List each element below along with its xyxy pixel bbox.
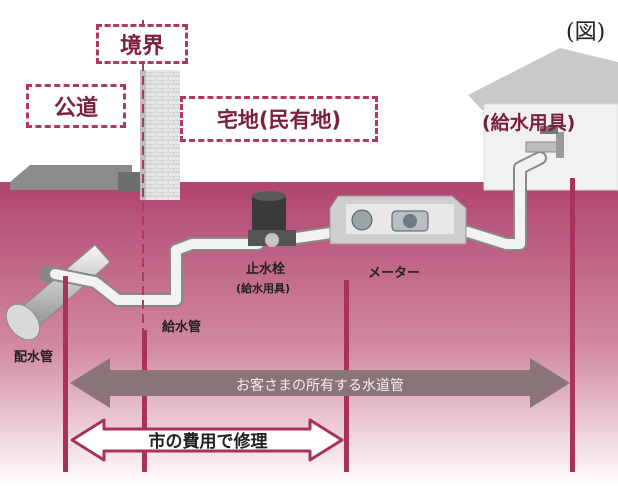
boundary-label: 境界 bbox=[96, 24, 188, 64]
faucet bbox=[525, 126, 564, 158]
customer-owned-label: お客さまの所有する水道管 bbox=[236, 377, 404, 394]
house-roof bbox=[468, 48, 618, 110]
road-curb bbox=[118, 172, 146, 192]
customer-owned-arrow bbox=[70, 358, 570, 408]
guide-line-boundary bbox=[142, 330, 147, 472]
figure-label: (図) bbox=[566, 20, 606, 45]
public-road-label: 公道 bbox=[26, 84, 126, 128]
road-surface bbox=[10, 165, 132, 190]
stop-valve-label: 止水栓 bbox=[246, 262, 286, 277]
guide-line-main bbox=[63, 276, 68, 472]
distribution-main-label: 配水管 bbox=[14, 350, 54, 365]
meter-label: メーター bbox=[368, 266, 421, 281]
ground bbox=[0, 182, 618, 485]
meter-box bbox=[329, 195, 467, 245]
residential-land-label: 宅地(民有地) bbox=[180, 96, 378, 142]
guide-line-faucet bbox=[570, 178, 575, 472]
city-repair-label: 市の費用で修理 bbox=[149, 431, 268, 452]
stop-valve-box bbox=[248, 191, 296, 247]
water-fixtures-label: (給水用具) bbox=[482, 112, 576, 134]
stop-valve-sub-label: (給水用具) bbox=[236, 282, 291, 295]
service-pipe-label: 給水管 bbox=[162, 320, 202, 335]
city-repair-arrow bbox=[70, 418, 344, 462]
boundary-wall bbox=[140, 70, 180, 200]
